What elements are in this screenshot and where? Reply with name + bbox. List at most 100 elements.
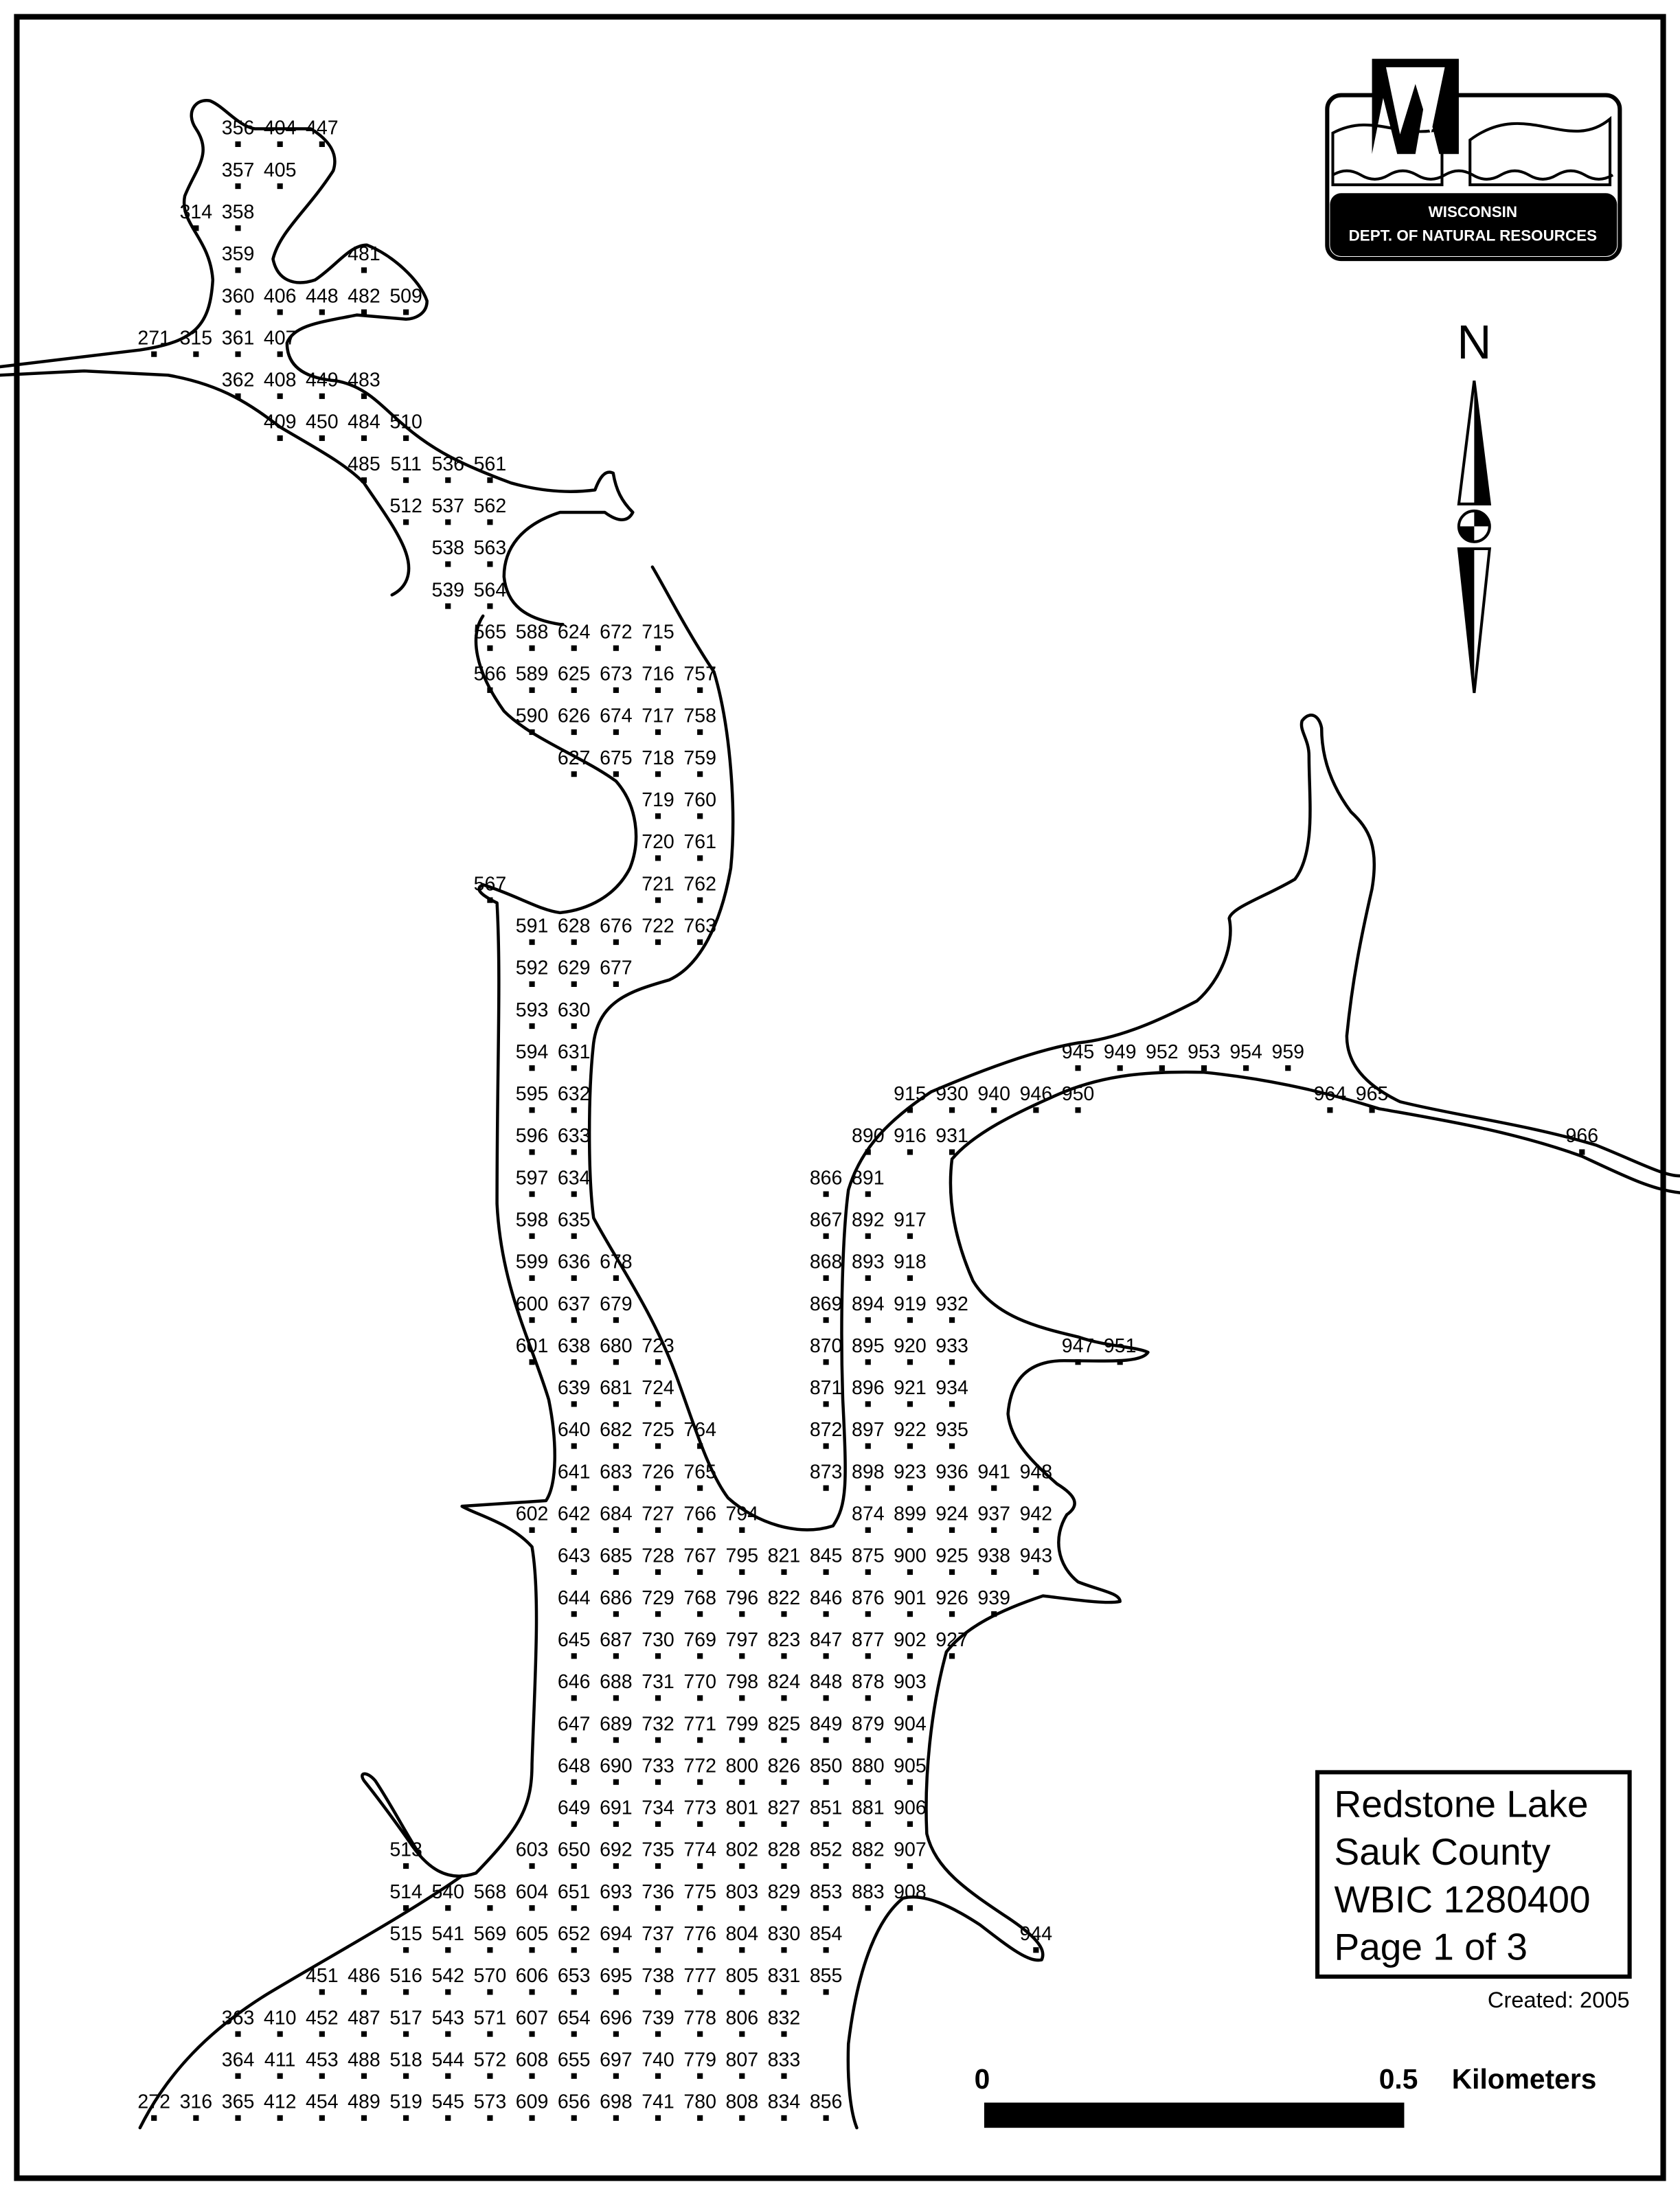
sounding-label: 916 (894, 1125, 927, 1147)
sounding-label: 921 (894, 1377, 927, 1399)
sounding-point (613, 1569, 619, 1576)
sounding-label: 919 (894, 1293, 927, 1315)
sounding-label: 946 (1020, 1083, 1053, 1105)
sounding-point (613, 1695, 619, 1701)
sounding-label: 900 (894, 1545, 927, 1567)
sounding-label: 807 (726, 2049, 759, 2071)
sounding-label: 731 (642, 1671, 674, 1693)
sounding-label: 951 (1104, 1335, 1137, 1357)
scale-bar: 0 0.5 Kilometers (975, 2063, 1596, 2128)
sounding-point (1075, 1359, 1081, 1365)
sounding-label: 772 (683, 1755, 716, 1777)
sounding-label: 897 (852, 1419, 885, 1441)
sounding-point (235, 351, 241, 357)
sounding-label: 677 (600, 957, 633, 979)
sounding-label: 901 (894, 1587, 927, 1609)
sounding-label: 852 (810, 1839, 843, 1861)
sounding-label: 716 (642, 663, 674, 685)
sounding-label: 877 (852, 1629, 885, 1651)
sounding-label: 625 (558, 663, 591, 685)
sounding-point (571, 1863, 577, 1869)
sounding-label: 738 (642, 1965, 674, 1987)
sounding-point (487, 2031, 493, 2037)
sounding-point (823, 1569, 829, 1576)
sounding-label: 404 (264, 117, 297, 139)
sounding-point (1369, 1107, 1375, 1113)
sounding-label: 518 (389, 2049, 422, 2071)
sounding-point (1285, 1065, 1291, 1071)
sounding-label: 834 (768, 2091, 801, 2113)
sounding-label: 719 (642, 789, 674, 811)
sounding-point (865, 1905, 871, 1911)
sounding-label: 630 (558, 999, 591, 1021)
sounding-point (277, 2031, 283, 2037)
sounding-label: 643 (558, 1545, 591, 1567)
sounding-point (655, 1485, 661, 1491)
sounding-label: 450 (306, 411, 339, 433)
sounding-point (823, 1653, 829, 1659)
sounding-label: 411 (264, 2049, 295, 2071)
sounding-point (907, 1779, 913, 1785)
sounding-point (907, 1527, 913, 1533)
sounding-label: 846 (810, 1587, 843, 1609)
sounding-label: 652 (558, 1923, 591, 1945)
sounding-point (529, 1275, 535, 1282)
sounding-point (571, 2073, 577, 2079)
sounding-label: 762 (683, 873, 716, 895)
sounding-point (277, 309, 283, 315)
sounding-point (655, 2115, 661, 2121)
sounding-point (571, 771, 577, 777)
sounding-label: 408 (264, 369, 297, 391)
sounding-label: 653 (558, 1965, 591, 1987)
sounding-point (571, 1569, 577, 1576)
sounding-point (907, 1569, 913, 1576)
sounding-point (571, 1023, 577, 1030)
sounding-label: 673 (600, 663, 633, 685)
sounding-point (739, 1611, 745, 1617)
sounding-point (991, 1527, 997, 1533)
sounding-label: 627 (558, 747, 591, 769)
sounding-point (907, 1443, 913, 1449)
sounding-label: 964 (1314, 1083, 1347, 1105)
sounding-label: 718 (642, 747, 674, 769)
sounding-point (571, 939, 577, 945)
sounding-label: 872 (810, 1419, 843, 1441)
sounding-label: 915 (894, 1083, 927, 1105)
sounding-label: 944 (1020, 1923, 1053, 1945)
sounding-point (655, 1359, 661, 1365)
sounding-label: 544 (431, 2049, 464, 2071)
sounding-label: 848 (810, 1671, 843, 1693)
sounding-label: 594 (516, 1041, 549, 1063)
sounding-label: 927 (935, 1629, 968, 1651)
sounding-label: 825 (768, 1713, 801, 1735)
sounding-point (571, 1359, 577, 1365)
sounding-point (361, 2073, 367, 2079)
sounding-point (865, 1149, 871, 1155)
sounding-label: 608 (516, 2049, 549, 2071)
sounding-label: 925 (935, 1545, 968, 1567)
sounding-label: 854 (810, 1923, 843, 1945)
sounding-label: 766 (683, 1503, 716, 1525)
sounding-point (865, 1611, 871, 1617)
sounding-label: 510 (389, 411, 422, 433)
sounding-label: 733 (642, 1755, 674, 1777)
sounding-label: 907 (894, 1839, 927, 1861)
sounding-point (613, 1653, 619, 1659)
sounding-label: 563 (474, 537, 507, 559)
sounding-label: 933 (935, 1335, 968, 1357)
sounding-point (571, 1653, 577, 1659)
sounding-point (697, 687, 703, 693)
sounding-label: 779 (683, 2049, 716, 2071)
sounding-label: 829 (768, 1881, 801, 1903)
sounding-point (235, 141, 241, 148)
sounding-point (613, 2115, 619, 2121)
sounding-point (445, 519, 451, 525)
sounding-point (697, 1821, 703, 1827)
sounding-point (193, 2115, 199, 2121)
sounding-label: 720 (642, 831, 674, 853)
scale-start-label: 0 (975, 2063, 990, 2095)
sounding-point (655, 1695, 661, 1701)
sounding-point (487, 2073, 493, 2079)
sounding-point (781, 1905, 787, 1911)
sounding-point (529, 687, 535, 693)
